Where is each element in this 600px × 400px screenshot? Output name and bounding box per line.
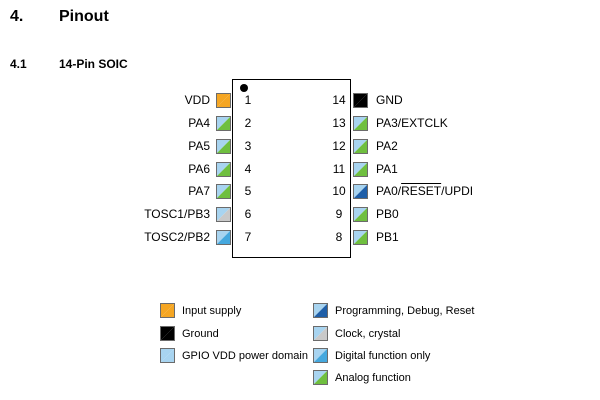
legend-swatch-ground-icon: [160, 326, 175, 341]
legend-label: Digital function only: [335, 350, 431, 362]
pin-label: GND: [376, 93, 403, 107]
ic-package-outline: [232, 79, 351, 258]
pin-label: PA6: [188, 162, 210, 176]
pin-label: PB0: [376, 207, 399, 221]
pin-number: 14: [332, 93, 346, 107]
pin-number: 8: [335, 230, 343, 244]
pin-swatch-supply-icon: [216, 93, 231, 108]
pin-label: PA7: [188, 184, 210, 198]
pin-number: 10: [332, 184, 346, 198]
legend-label: Input supply: [182, 305, 242, 317]
pin-label: PA0/RESET/UPDI: [376, 184, 473, 199]
legend-label: Ground: [182, 328, 219, 340]
pin-number: 1: [244, 93, 252, 107]
legend-label: GPIO VDD power domain: [182, 350, 308, 362]
pin-number: 13: [332, 116, 346, 130]
legend-swatch-gpio-icon: [160, 348, 175, 363]
legend-label: Analog function: [335, 372, 411, 384]
pin-swatch-clock-icon: [216, 207, 231, 222]
pin-swatch-programming-icon: [353, 184, 368, 199]
pin-swatch-analog-icon: [216, 116, 231, 131]
legend-swatch-digital-icon: [313, 348, 328, 363]
pin-label: PA2: [376, 139, 398, 153]
pin-number: 7: [244, 230, 252, 244]
legend-label: Programming, Debug, Reset: [335, 305, 475, 317]
pin-label-reset-overline: RESET: [401, 184, 442, 198]
pin-swatch-analog-icon: [353, 207, 368, 222]
subsection-number: 4.1: [10, 57, 27, 71]
section-number: 4.: [10, 8, 24, 25]
pin-label: PA5: [188, 139, 210, 153]
pin-swatch-analog-icon: [353, 116, 368, 131]
pin-swatch-analog-icon: [353, 162, 368, 177]
pin-swatch-ground-icon: [353, 93, 368, 108]
section-title: Pinout: [59, 8, 109, 25]
pin-label-suffix: /UPDI: [441, 184, 474, 198]
subsection-title: 14-Pin SOIC: [59, 57, 128, 71]
pin-swatch-analog-icon: [216, 162, 231, 177]
pin-number: 3: [244, 139, 252, 153]
pin-swatch-analog-icon: [216, 184, 231, 199]
legend-label: Clock, crystal: [335, 328, 401, 340]
pin-label: PB1: [376, 230, 399, 244]
pin-number: 12: [332, 139, 346, 153]
pin-number: 6: [244, 207, 252, 221]
pin-swatch-analog-icon: [353, 230, 368, 245]
pin-label: TOSC2/PB2: [144, 230, 210, 244]
pin-swatch-analog-icon: [353, 139, 368, 154]
pin-label: PA4: [188, 116, 210, 130]
pin-label: VDD: [184, 93, 210, 107]
pin-label-prefix: PA0/: [376, 184, 402, 198]
pin-swatch-digital-icon: [216, 230, 231, 245]
pin-label: PA3/EXTCLK: [376, 116, 448, 130]
pin-number: 5: [244, 184, 252, 198]
legend-swatch-analog-icon: [313, 370, 328, 385]
pin-swatch-analog-icon: [216, 139, 231, 154]
pin-number: 11: [332, 162, 346, 176]
pin-number: 2: [244, 116, 252, 130]
pin-label: TOSC1/PB3: [144, 207, 210, 221]
legend-swatch-programming-icon: [313, 303, 328, 318]
pin1-marker-icon: [240, 84, 248, 92]
pin-number: 9: [335, 207, 343, 221]
legend-swatch-supply-icon: [160, 303, 175, 318]
pin-number: 4: [244, 162, 252, 176]
pin-label: PA1: [376, 162, 398, 176]
legend-swatch-clock-icon: [313, 326, 328, 341]
